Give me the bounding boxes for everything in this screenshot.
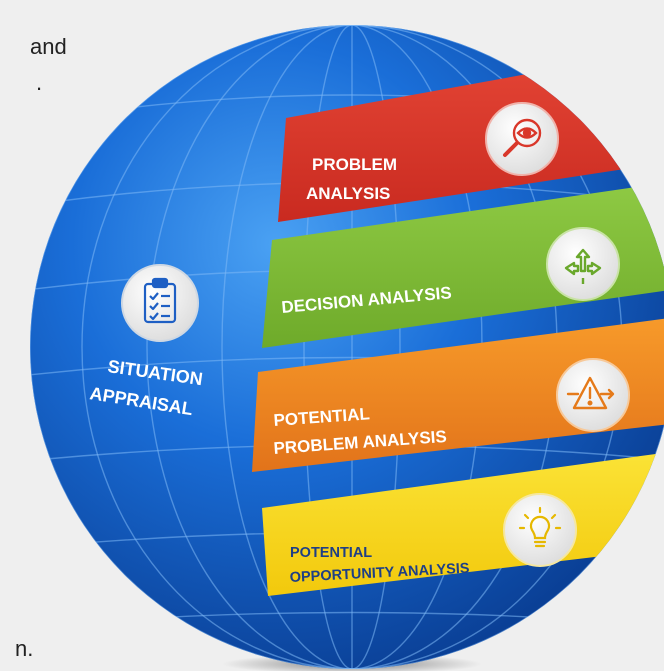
potential-opportunity-label-line1: POTENTIAL xyxy=(290,545,372,561)
band-decision-analysis xyxy=(262,182,664,348)
magnifier-eye-icon xyxy=(503,118,542,157)
text-fragment-top-2: . xyxy=(36,70,43,95)
text-fragment-top-1: and xyxy=(30,34,67,59)
text-fragment-bottom: n. xyxy=(15,636,34,661)
situation-icon-circle xyxy=(121,264,199,342)
decision-icon-badge xyxy=(546,227,620,301)
band-potential-opportunity-analysis xyxy=(262,452,664,596)
clipboard-checklist-icon xyxy=(143,277,177,324)
problem-analysis-label-line1: PROBLEM xyxy=(312,155,397,174)
lightbulb-icon xyxy=(518,506,562,548)
potential-opportunity-icon-badge xyxy=(503,493,577,567)
warning-triangle-icon xyxy=(566,376,615,410)
potential-problem-icon-badge xyxy=(556,358,630,432)
situation-appraisal-group: SITUATION APPRAISAL xyxy=(88,264,204,419)
band-potential-problem-analysis xyxy=(252,318,664,472)
problem-analysis-label-line2: ANALYSIS xyxy=(306,184,390,203)
problem-icon-badge xyxy=(485,102,559,176)
branching-arrows-icon xyxy=(564,248,602,284)
